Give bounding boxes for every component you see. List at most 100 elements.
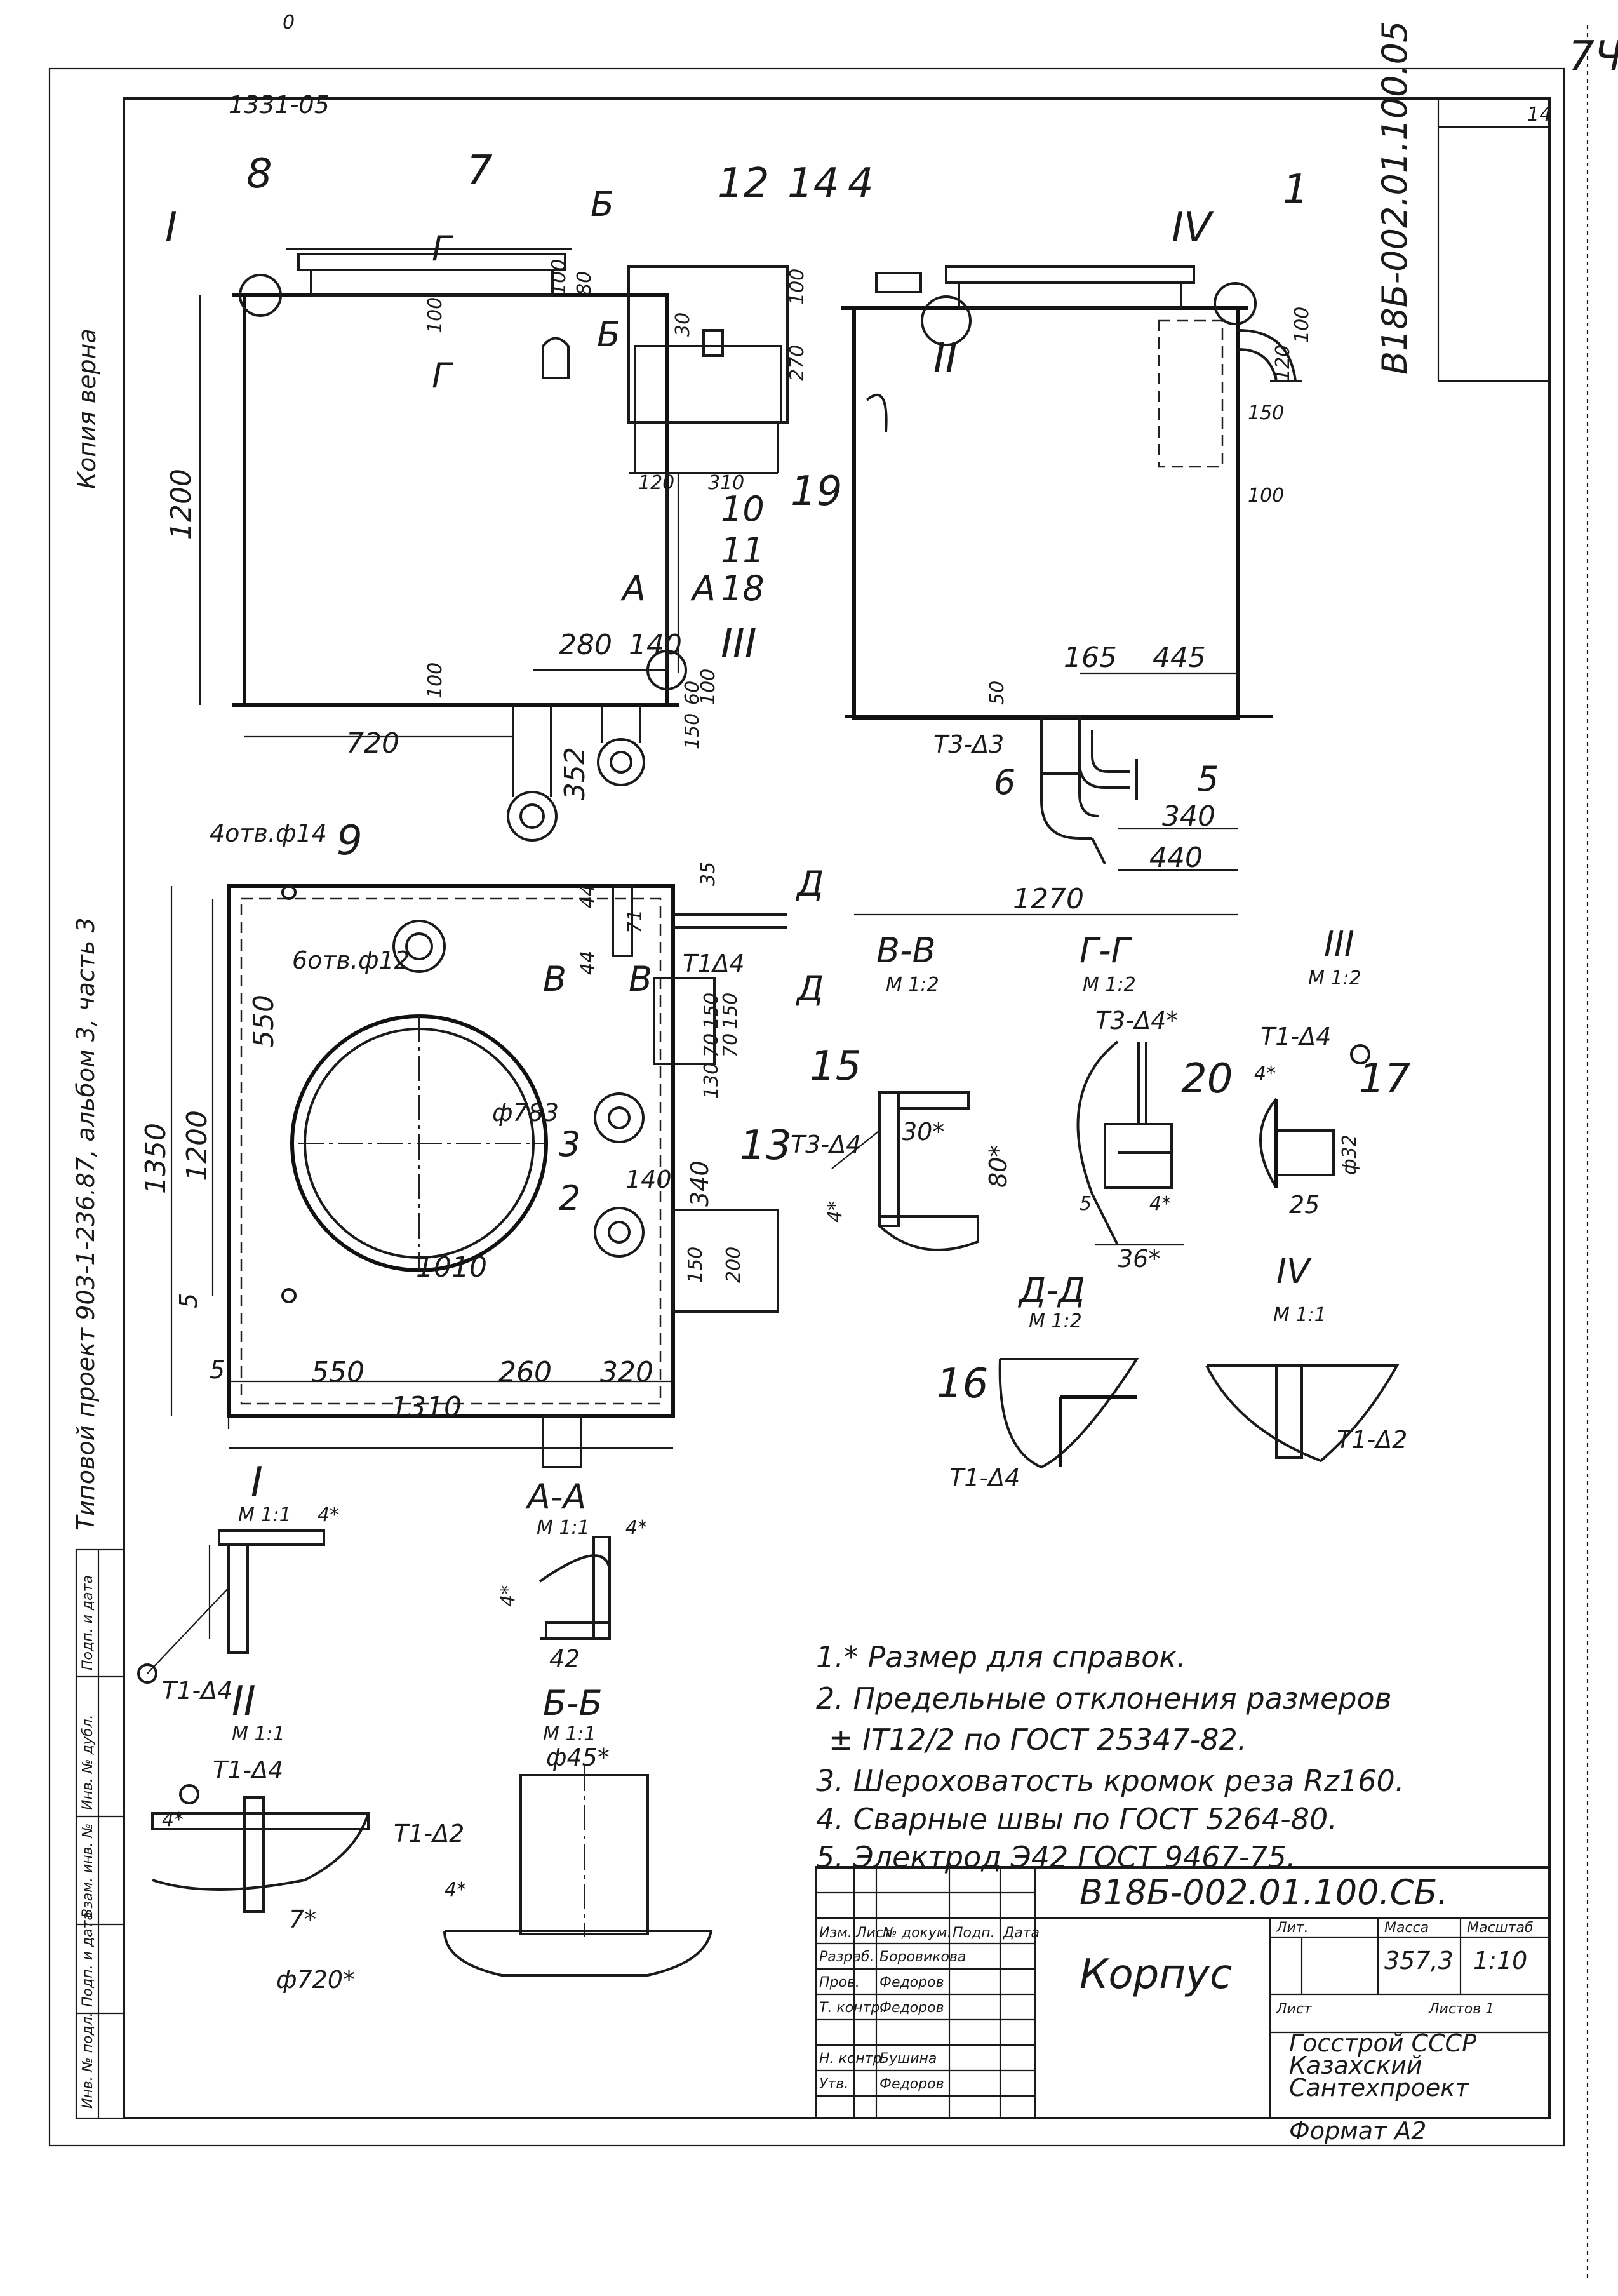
- tb-head-4: Дата: [1003, 1925, 1040, 1941]
- dim-70-a: 70: [700, 1033, 723, 1057]
- callout-12: 12: [718, 160, 769, 207]
- section-vv-title: В-В: [876, 930, 936, 970]
- dim-150-b: 150: [700, 993, 723, 1029]
- bb-dim-45: ф45*: [546, 1743, 610, 1771]
- section-bb-scale: М 1:1: [543, 1723, 596, 1745]
- section-i-scale: М 1:1: [238, 1504, 291, 1526]
- callout-10: 10: [721, 489, 765, 529]
- tb-head-0: Изм.: [819, 1925, 852, 1941]
- tb-role-5: Утв.: [819, 2076, 848, 2092]
- dim-30: 30: [672, 312, 694, 337]
- stamp-col-1: Инв. № подл.: [80, 2012, 96, 2109]
- section-mark-V-left: В: [543, 959, 566, 999]
- tb-format: Формат А2: [1289, 2117, 1426, 2145]
- dim-260: 260: [498, 1356, 552, 1388]
- tb-head-2: № докум.: [882, 1925, 951, 1941]
- dim-1350: 1350: [140, 1123, 172, 1194]
- note-2b: ± IT12/2 по ГОСТ 25347-82.: [829, 1722, 1247, 1757]
- stamp-col-4: Инв. № дубл.: [80, 1714, 96, 1810]
- tb-role-2: Т. контр.: [819, 2000, 884, 2016]
- section-bb-weld: Т1-Δ2: [394, 1820, 464, 1848]
- section-gg-title: Г-Г: [1080, 930, 1133, 970]
- tb-sheets-h: Листов 1: [1428, 2001, 1494, 2017]
- iii-dim-32: ф32: [1339, 1134, 1361, 1175]
- dim-100-b: 100: [424, 662, 446, 699]
- stamp-col-3: Взам. инв. №: [80, 1823, 96, 1918]
- section-aa-title: А-А: [525, 1477, 586, 1517]
- section-i: [137, 1529, 325, 1684]
- callout-16: 16: [937, 1360, 988, 1407]
- tb-scale: 1:10: [1473, 1947, 1527, 1975]
- diam-783: ф783: [492, 1099, 559, 1127]
- section-iii: [1259, 1044, 1370, 1189]
- dim-270: 270: [786, 345, 808, 381]
- callout-14: 14: [787, 160, 839, 207]
- dim-310: 310: [708, 472, 744, 494]
- tb-person-0: Боровикова: [879, 1949, 966, 1965]
- dim-100-c: 100: [548, 259, 570, 295]
- tb-org-2: Казахский: [1289, 2051, 1422, 2079]
- dim-1010: 1010: [416, 1251, 487, 1284]
- section-ii-scale: М 1:1: [232, 1723, 285, 1745]
- dim-130: 130: [700, 1063, 723, 1099]
- top-o: 0: [283, 11, 295, 34]
- callout-20: 20: [1181, 1056, 1233, 1103]
- aa-dim-42: 42: [549, 1645, 580, 1673]
- dim-80: 80: [573, 271, 596, 295]
- callout-8: 8: [246, 151, 272, 198]
- note-5: 5. Электрод Э42 ГОСТ 9467-75.: [816, 1840, 1295, 1874]
- section-iii-title: III: [1324, 924, 1354, 964]
- dim-44-a: 44: [577, 884, 599, 908]
- section-mark-G-mid: Г: [432, 356, 453, 396]
- dim-550-b: 550: [311, 1356, 364, 1388]
- section-ii-weld: Т1-Δ4: [213, 1756, 283, 1784]
- note-3: 3. Шероховатость кромок реза Rz160.: [816, 1764, 1404, 1798]
- callout-1: 1: [1283, 166, 1309, 213]
- dim-35: 35: [697, 862, 719, 886]
- dim-70-b: 70: [719, 1033, 742, 1057]
- tb-person-5: Федоров: [879, 2076, 944, 2092]
- dim-445: 445: [1153, 641, 1206, 674]
- dim-5-b: 5: [175, 1293, 203, 1308]
- callout-6: 6: [994, 762, 1015, 802]
- section-aa: [538, 1536, 611, 1640]
- section-bb-title: Б-Б: [543, 1683, 603, 1723]
- gg-dim-4: 4*: [1149, 1193, 1171, 1215]
- dim-100-e: 100: [697, 669, 719, 705]
- section-mark-V-right: В: [629, 959, 652, 999]
- iii-dim-4: 4*: [1254, 1063, 1276, 1085]
- callout-17: 17: [1359, 1056, 1411, 1103]
- section-gg-scale: М 1:2: [1083, 974, 1136, 996]
- dim-550-a: 550: [248, 995, 280, 1048]
- section-iv: [1205, 1364, 1400, 1463]
- dim-100-r-b: 100: [1248, 485, 1284, 507]
- section-mark-A-right: А: [690, 568, 716, 608]
- section-mark-IV: IV: [1172, 205, 1214, 252]
- dim-5-a: 5: [210, 1356, 225, 1384]
- section-dd: [998, 1358, 1139, 1469]
- dim-44-b: 44: [577, 951, 599, 975]
- dim-280: 280: [559, 629, 612, 661]
- callout-2: 2: [559, 1178, 580, 1218]
- dim-1200-p: 1200: [181, 1110, 213, 1181]
- dim-50: 50: [986, 681, 1008, 705]
- sheet-number: 14: [1527, 104, 1551, 126]
- tb-role-4: Н. контр.: [819, 2051, 886, 2067]
- tb-scale-h: Масштаб: [1467, 1920, 1534, 1936]
- top-code: 1331-05: [229, 91, 330, 119]
- note-1: 1.* Размер для справок.: [816, 1640, 1186, 1674]
- iii-dim-25: 25: [1289, 1191, 1320, 1219]
- vv-dim-80: 80*: [984, 1145, 1012, 1188]
- callout-15: 15: [810, 1043, 861, 1090]
- dim-60: 60: [681, 681, 704, 705]
- tb-org-3: Сантехпроект: [1289, 2074, 1470, 2102]
- section-i-weld: Т1-Δ4: [162, 1677, 232, 1705]
- dim-340-p: 340: [686, 1160, 714, 1207]
- weld-T3-d3: Т3-Δ3: [933, 730, 1004, 758]
- tb-mass-h: Масса: [1384, 1920, 1429, 1936]
- callout-5: 5: [1197, 759, 1219, 799]
- callout-18: 18: [721, 568, 765, 608]
- section-vv-scale: М 1:2: [886, 974, 939, 996]
- dim-200-p: 200: [723, 1247, 745, 1283]
- callout-9: 9: [337, 817, 363, 864]
